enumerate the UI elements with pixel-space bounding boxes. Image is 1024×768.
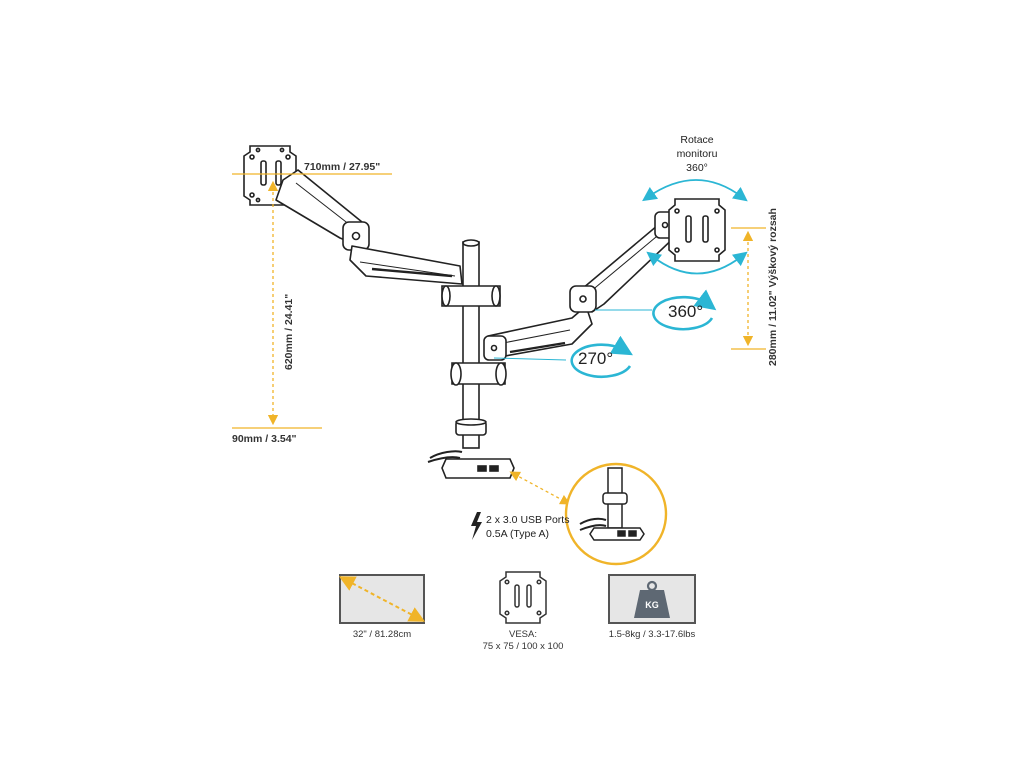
monitor-rotation-label: Rotace monitoru 360° <box>662 133 732 175</box>
weight-panel <box>608 574 696 624</box>
lightning-icon <box>471 512 482 540</box>
left-arm <box>275 169 463 285</box>
monitor-rotation-line2: monitoru <box>676 148 718 160</box>
dimension-lines <box>232 173 766 505</box>
monitor-rotation-line1: Rotace <box>680 134 714 146</box>
weight-badge-text: KG <box>645 600 659 610</box>
usb-ports-line2: 0.5A (Type A) <box>486 528 550 540</box>
vesa-caption: VESA: 75 x 75 / 100 x 100 <box>473 629 573 653</box>
right-lower-arm <box>483 305 593 361</box>
screen-size-caption: 32" / 81.28cm <box>352 629 412 640</box>
screen-diagonal-icon <box>338 574 426 624</box>
base-detail-zoom <box>564 462 668 566</box>
base-offset-label: 90mm / 3.54" <box>232 433 297 445</box>
mount-pole <box>441 239 507 449</box>
monitor-rotation-value: 360° <box>686 162 708 174</box>
weight-kg-icon <box>634 580 670 618</box>
right-vesa-plate <box>668 198 726 262</box>
mount-base <box>427 450 515 479</box>
right-upper-arm <box>569 211 681 313</box>
arm-rotation-270-label: 270° <box>578 349 614 368</box>
vesa-caption-line2: 75 x 75 / 100 x 100 <box>482 641 564 652</box>
vesa-caption-line1: VESA: <box>509 629 537 640</box>
height-range-label: 280mm / 11.02" Výškový rozsah <box>767 208 779 366</box>
usb-ports-line1: 2 x 3.0 USB Ports <box>486 514 570 526</box>
weight-caption: 1.5-8kg / 3.3-17.6lbs <box>608 629 696 640</box>
arm-rotation-360-label: 360° <box>668 302 704 321</box>
height-dimension-label: 620mm / 24.41" <box>283 293 295 370</box>
usb-ports-label: 2 x 3.0 USB Ports 0.5A (Type A) <box>486 513 569 541</box>
vesa-plate-icon <box>499 571 547 624</box>
rotation-indicators <box>493 179 748 378</box>
reach-dimension-label: 710mm / 27.95" <box>304 161 381 173</box>
